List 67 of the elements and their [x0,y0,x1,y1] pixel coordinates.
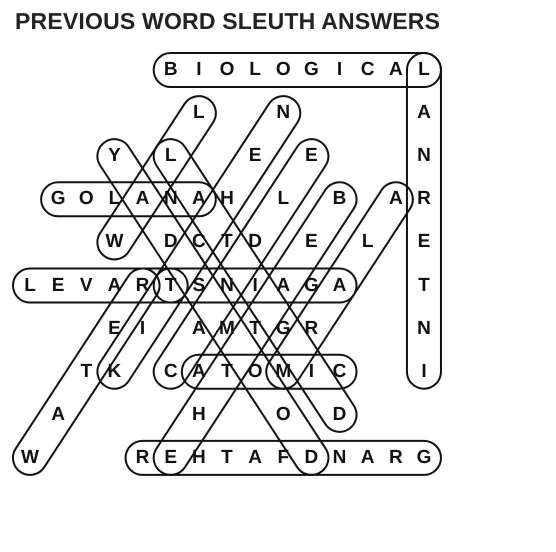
grid-letter: H [219,187,235,212]
grid-letter: B [162,58,179,82]
grid-letter: R [134,446,150,470]
grid-letter: A [190,316,207,341]
grid-letter: E [163,446,178,470]
grid-letter: Y [107,144,122,168]
puzzle-title: PREVIOUS WORD SLEUTH ANSWERS [15,8,440,35]
grid-letter: C [162,360,179,384]
grid-letter: T [417,274,431,298]
grid-letter: B [332,187,348,212]
grid-letter: A [332,274,348,298]
grid-letter: L [192,101,206,126]
grid-letter: A [247,446,263,470]
grid-letter: G [416,446,432,470]
grid-letter: L [360,230,374,254]
grid-letter: L [108,187,122,212]
grid-letter: I [251,274,259,298]
grid-letter: V [78,274,94,298]
grid-letter: O [78,187,95,212]
grid-letter: N [332,446,348,470]
grid-letter: G [303,58,320,82]
grid-letter: W [20,446,40,470]
grid-letter: C [332,360,348,384]
grid-letter: L [276,187,290,212]
grid-letter: R [134,274,150,298]
grid-letter: I [420,360,428,384]
grid-letter: E [107,316,122,341]
grid-letter: A [388,58,404,82]
grid-letter: A [190,360,207,384]
grid-letter: A [190,187,207,212]
grid-letter: E [248,144,262,168]
grid-letter: E [304,144,319,168]
grid-letter: E [304,230,319,254]
grid-letter: D [162,230,179,254]
grid-letter: A [388,187,404,212]
grid-letter: L [248,58,262,82]
grid-letter: O [218,58,236,82]
grid-letter: A [360,446,376,470]
grid-letter: N [416,316,432,341]
grid-letter: I [138,316,146,341]
grid-letter: A [50,402,66,427]
grid-letter: O [274,58,292,82]
grid-letter: H [190,402,207,427]
grid-letter: I [308,360,316,384]
grid-letter: R [416,187,432,212]
grid-letter: E [50,274,66,298]
grid-letter: T [79,360,94,384]
grid-letter: R [388,446,404,470]
grid-letter: C [360,58,376,82]
grid-letter: L [164,144,178,168]
grid-letter: L [23,274,37,298]
grid-letter: D [332,402,348,427]
grid-letter: N [275,101,292,126]
grid-letter: O [274,402,292,427]
grid-letter: L [417,58,431,82]
grid-letter: T [220,446,234,470]
grid-letter: A [134,187,150,212]
grid-letter: R [304,316,320,341]
grid-letter: W [104,230,124,254]
grid-letter: N [416,144,432,168]
grid-letter: E [416,230,432,254]
grid-letter: I [195,58,202,82]
grid-letter: G [50,187,67,212]
grid-letter: A [416,101,432,126]
grid-letter: D [247,230,263,254]
grid-letter: D [304,446,320,470]
grid-letter: I [336,58,344,82]
